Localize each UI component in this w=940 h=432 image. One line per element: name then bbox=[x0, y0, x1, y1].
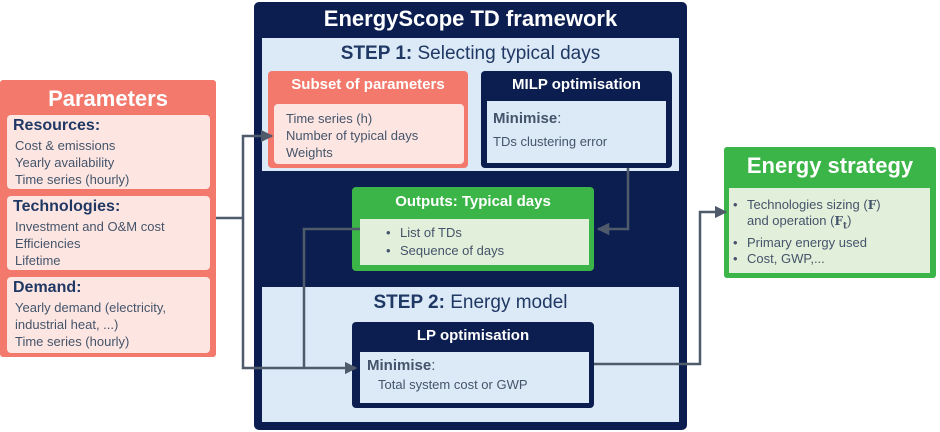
step2-label: Energy model bbox=[444, 292, 568, 313]
strategy-item: •Cost, GWP,... bbox=[733, 250, 825, 266]
demand-line: Time series (hourly) bbox=[15, 334, 130, 349]
step2-title: STEP 2: Energy model bbox=[262, 292, 679, 314]
milp-content: Minimise: TDs clustering error bbox=[487, 101, 666, 163]
lp-content: Minimise: Total system cost or GWP bbox=[360, 352, 589, 403]
step2-prefix: STEP 2: bbox=[373, 292, 445, 313]
strategy-item: •Primary energy used bbox=[733, 234, 867, 250]
subset-line: Time series (h) bbox=[286, 111, 373, 126]
step1-label: Selecting typical days bbox=[412, 43, 601, 64]
technologies-line: Investment and O&M cost bbox=[15, 219, 165, 234]
framework-title: EnergyScope TD framework bbox=[323, 6, 618, 31]
strategy-title: Energy strategy bbox=[746, 153, 914, 178]
strategy-item: •Technologies sizing (F) bbox=[733, 197, 881, 212]
lp-title: LP optimisation bbox=[416, 327, 530, 344]
subset-title: Subset of parameters bbox=[291, 76, 445, 93]
strategy-item: and operation (Ft) bbox=[747, 213, 852, 232]
resources-heading: Resources: bbox=[13, 117, 101, 134]
lp-objective: Total system cost or GWP bbox=[378, 377, 528, 392]
demand-line: industrial heat, ...) bbox=[15, 317, 119, 332]
milp-objective: TDs clustering error bbox=[493, 134, 608, 149]
subset-line: Weights bbox=[286, 145, 333, 160]
step1-prefix: STEP 1: bbox=[340, 43, 413, 64]
milp-minimise-label: Minimise bbox=[493, 110, 558, 127]
demand-line: Yearly demand (electricity, bbox=[15, 300, 167, 315]
outputs-item: •Sequence of days bbox=[386, 243, 505, 258]
demand-heading: Demand: bbox=[13, 279, 82, 296]
resources-line: Cost & emissions bbox=[15, 138, 116, 153]
lp-minimise-colon: : bbox=[431, 357, 436, 374]
technologies-heading: Technologies: bbox=[13, 198, 121, 215]
outputs-content: •List of TDs •Sequence of days bbox=[360, 219, 589, 265]
params-to-lp-arrow bbox=[241, 218, 358, 375]
outputs-title: Outputs: Typical days bbox=[395, 193, 551, 210]
milp-to-outputs-arrow bbox=[596, 168, 630, 236]
milp-minimise-colon: : bbox=[557, 110, 562, 127]
subset-line: Number of typical days bbox=[286, 128, 419, 143]
resources-box: Resources: Cost & emissions Yearly avail… bbox=[7, 115, 210, 189]
params-to-subset-arrow bbox=[216, 129, 274, 220]
resources-line: Yearly availability bbox=[15, 155, 115, 170]
lp-minimise-row: Minimise: bbox=[367, 357, 589, 375]
milp-title: MILP optimisation bbox=[512, 76, 641, 93]
parameters-title: Parameters bbox=[48, 86, 168, 111]
technologies-line: Efficiencies bbox=[15, 236, 81, 251]
lp-minimise-label: Minimise bbox=[367, 357, 432, 374]
technologies-box: Technologies: Investment and O&M cost Ef… bbox=[7, 196, 210, 270]
resources-line: Time series (hourly) bbox=[15, 172, 130, 187]
strategy-content: •Technologies sizing (F) and operation (… bbox=[729, 188, 930, 273]
outputs-to-lp-arrow bbox=[302, 227, 360, 368]
demand-box: Demand: Yearly demand (electricity, indu… bbox=[7, 277, 210, 353]
outputs-item: •List of TDs bbox=[386, 225, 462, 240]
subset-content: Time series (h) Number of typical days W… bbox=[274, 104, 464, 164]
step1-title: STEP 1: Selecting typical days bbox=[262, 43, 679, 65]
technologies-line: Lifetime bbox=[15, 253, 61, 268]
milp-minimise-row: Minimise: bbox=[493, 110, 666, 128]
lp-to-strategy-arrow bbox=[594, 205, 728, 366]
